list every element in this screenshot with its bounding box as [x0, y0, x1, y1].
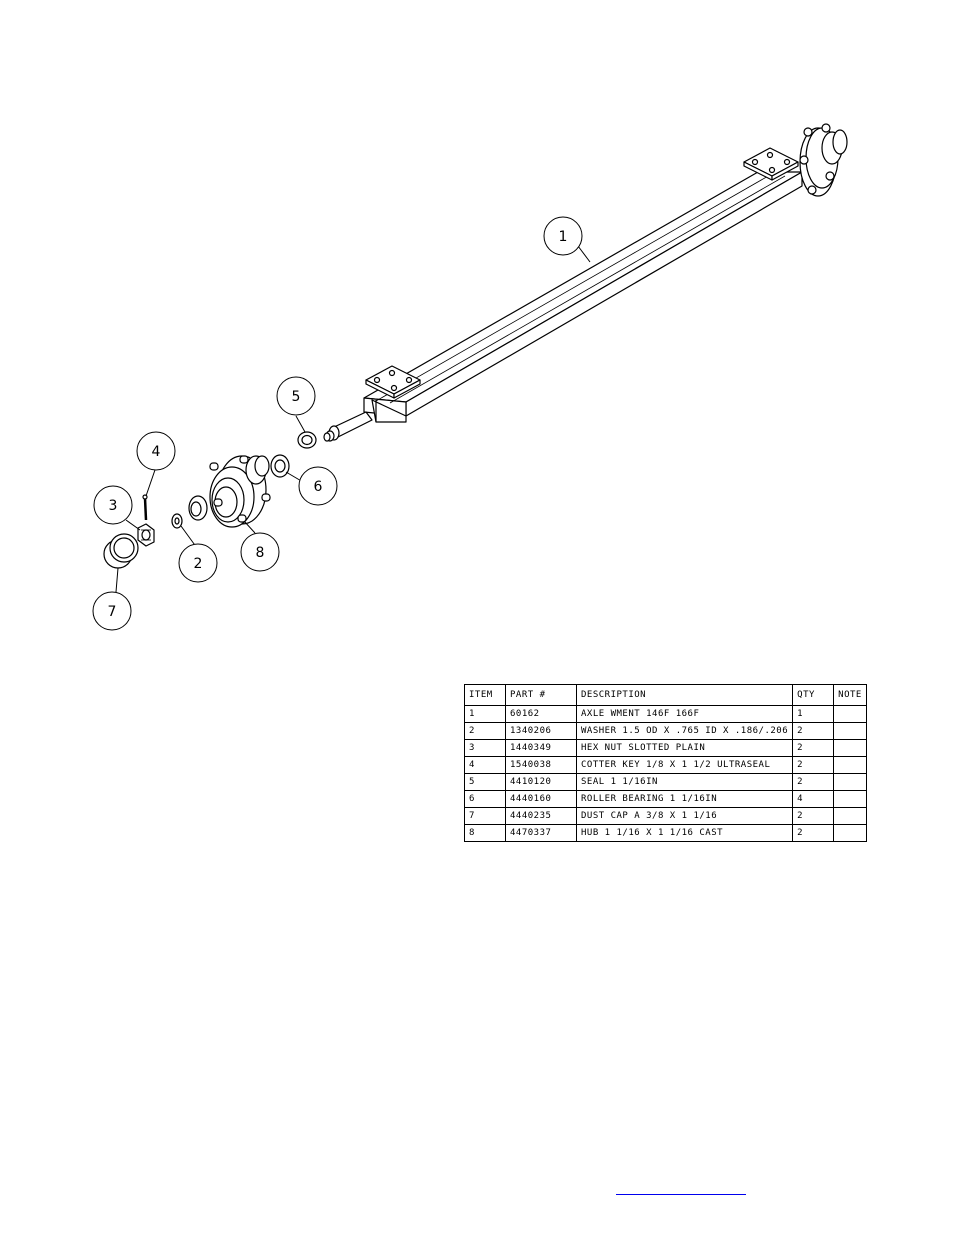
hex-nut-part [137, 523, 155, 547]
bom-part: 60162 [505, 705, 577, 723]
bom-note [833, 773, 867, 791]
bom-qty: 2 [792, 773, 835, 791]
bom-note [833, 756, 867, 774]
bom-header-description: DESCRIPTION [575, 684, 794, 706]
bom-part: 4440160 [505, 790, 577, 808]
bom-description: HUB 1 1/16 X 1 1/16 CAST [575, 824, 794, 842]
callout-7: 7 [92, 591, 132, 631]
callout-4: 4 [136, 431, 176, 471]
bom-part: 4440235 [505, 807, 577, 825]
callout-8: 8 [240, 532, 280, 572]
hub-part [209, 455, 271, 528]
callout-7-label: 7 [108, 604, 117, 620]
callout-1-label: 1 [559, 229, 568, 245]
bom-part: 4470337 [505, 824, 577, 842]
bill-of-materials-table: ITEM PART # DESCRIPTION QTY NOTE 1 60162… [464, 684, 867, 842]
callout-4-label: 4 [152, 444, 161, 460]
bom-note [833, 824, 867, 842]
bom-description: AXLE WMENT 146F 166F [575, 705, 794, 723]
bom-note [833, 722, 867, 740]
bom-item: 6 [464, 790, 506, 808]
bom-qty: 2 [792, 739, 835, 757]
bom-qty: 4 [792, 790, 835, 808]
bom-part: 1440349 [505, 739, 577, 757]
bom-header-qty: QTY [792, 684, 835, 706]
washer-part [171, 513, 183, 529]
bom-item: 4 [464, 756, 506, 774]
bom-item: 5 [464, 773, 506, 791]
callout-6: 6 [298, 466, 338, 506]
bom-description: ROLLER BEARING 1 1/16IN [575, 790, 794, 808]
bom-item: 2 [464, 722, 506, 740]
cotter-key-part [142, 494, 148, 521]
bom-note [833, 705, 867, 723]
bom-part: 1340206 [505, 722, 577, 740]
bom-qty: 2 [792, 807, 835, 825]
bom-part: 4410120 [505, 773, 577, 791]
table-row: 7 4440235 DUST CAP A 3/8 X 1 1/16 2 [464, 807, 867, 825]
bom-header-item: ITEM [464, 684, 506, 706]
callout-5: 5 [276, 376, 316, 416]
bom-note [833, 807, 867, 825]
bom-item: 3 [464, 739, 506, 757]
bom-qty: 2 [792, 722, 835, 740]
right-hub-assembly [799, 123, 848, 197]
callout-3: 3 [93, 485, 133, 525]
dust-cap-part [103, 533, 139, 569]
left-spindle [323, 411, 373, 442]
bom-description: SEAL 1 1/16IN [575, 773, 794, 791]
mounting-plate-left [365, 365, 421, 399]
bom-description: WASHER 1.5 OD X .765 ID X .186/.206 [575, 722, 794, 740]
bom-description: DUST CAP A 3/8 X 1 1/16 [575, 807, 794, 825]
bom-qty: 2 [792, 756, 835, 774]
bom-item: 7 [464, 807, 506, 825]
callout-2-label: 2 [194, 556, 203, 572]
table-row: 4 1540038 COTTER KEY 1/8 X 1 1/2 ULTRASE… [464, 756, 867, 774]
bom-note [833, 739, 867, 757]
bom-description: HEX NUT SLOTTED PLAIN [575, 739, 794, 757]
table-row: 3 1440349 HEX NUT SLOTTED PLAIN 2 [464, 739, 867, 757]
callout-5-label: 5 [292, 389, 301, 405]
table-row: 6 4440160 ROLLER BEARING 1 1/16IN 4 [464, 790, 867, 808]
callout-6-label: 6 [314, 479, 323, 495]
seal-part [297, 431, 317, 449]
table-row: 8 4470337 HUB 1 1/16 X 1 1/16 CAST 2 [464, 824, 867, 842]
footer-link[interactable] [616, 1185, 746, 1195]
bearing-outer-part [188, 495, 208, 521]
table-row: 1 60162 AXLE WMENT 146F 166F 1 [464, 705, 867, 723]
table-row: 2 1340206 WASHER 1.5 OD X .765 ID X .186… [464, 722, 867, 740]
bom-item: 1 [464, 705, 506, 723]
bom-qty: 2 [792, 824, 835, 842]
axle-tube [363, 171, 803, 423]
callout-1: 1 [543, 216, 583, 256]
mounting-plate-right [743, 147, 799, 181]
bom-description: COTTER KEY 1/8 X 1 1/2 ULTRASEAL [575, 756, 794, 774]
bom-part: 1540038 [505, 756, 577, 774]
callout-3-label: 3 [109, 498, 118, 514]
bearing-inner-part [270, 454, 290, 478]
callout-2: 2 [178, 543, 218, 583]
bom-header-row: ITEM PART # DESCRIPTION QTY NOTE [464, 684, 867, 706]
bom-item: 8 [464, 824, 506, 842]
bom-header-note: NOTE [833, 684, 867, 706]
bom-header-part: PART # [505, 684, 577, 706]
table-row: 5 4410120 SEAL 1 1/16IN 2 [464, 773, 867, 791]
bom-qty: 1 [792, 705, 835, 723]
callout-8-label: 8 [256, 545, 265, 561]
bom-note [833, 790, 867, 808]
